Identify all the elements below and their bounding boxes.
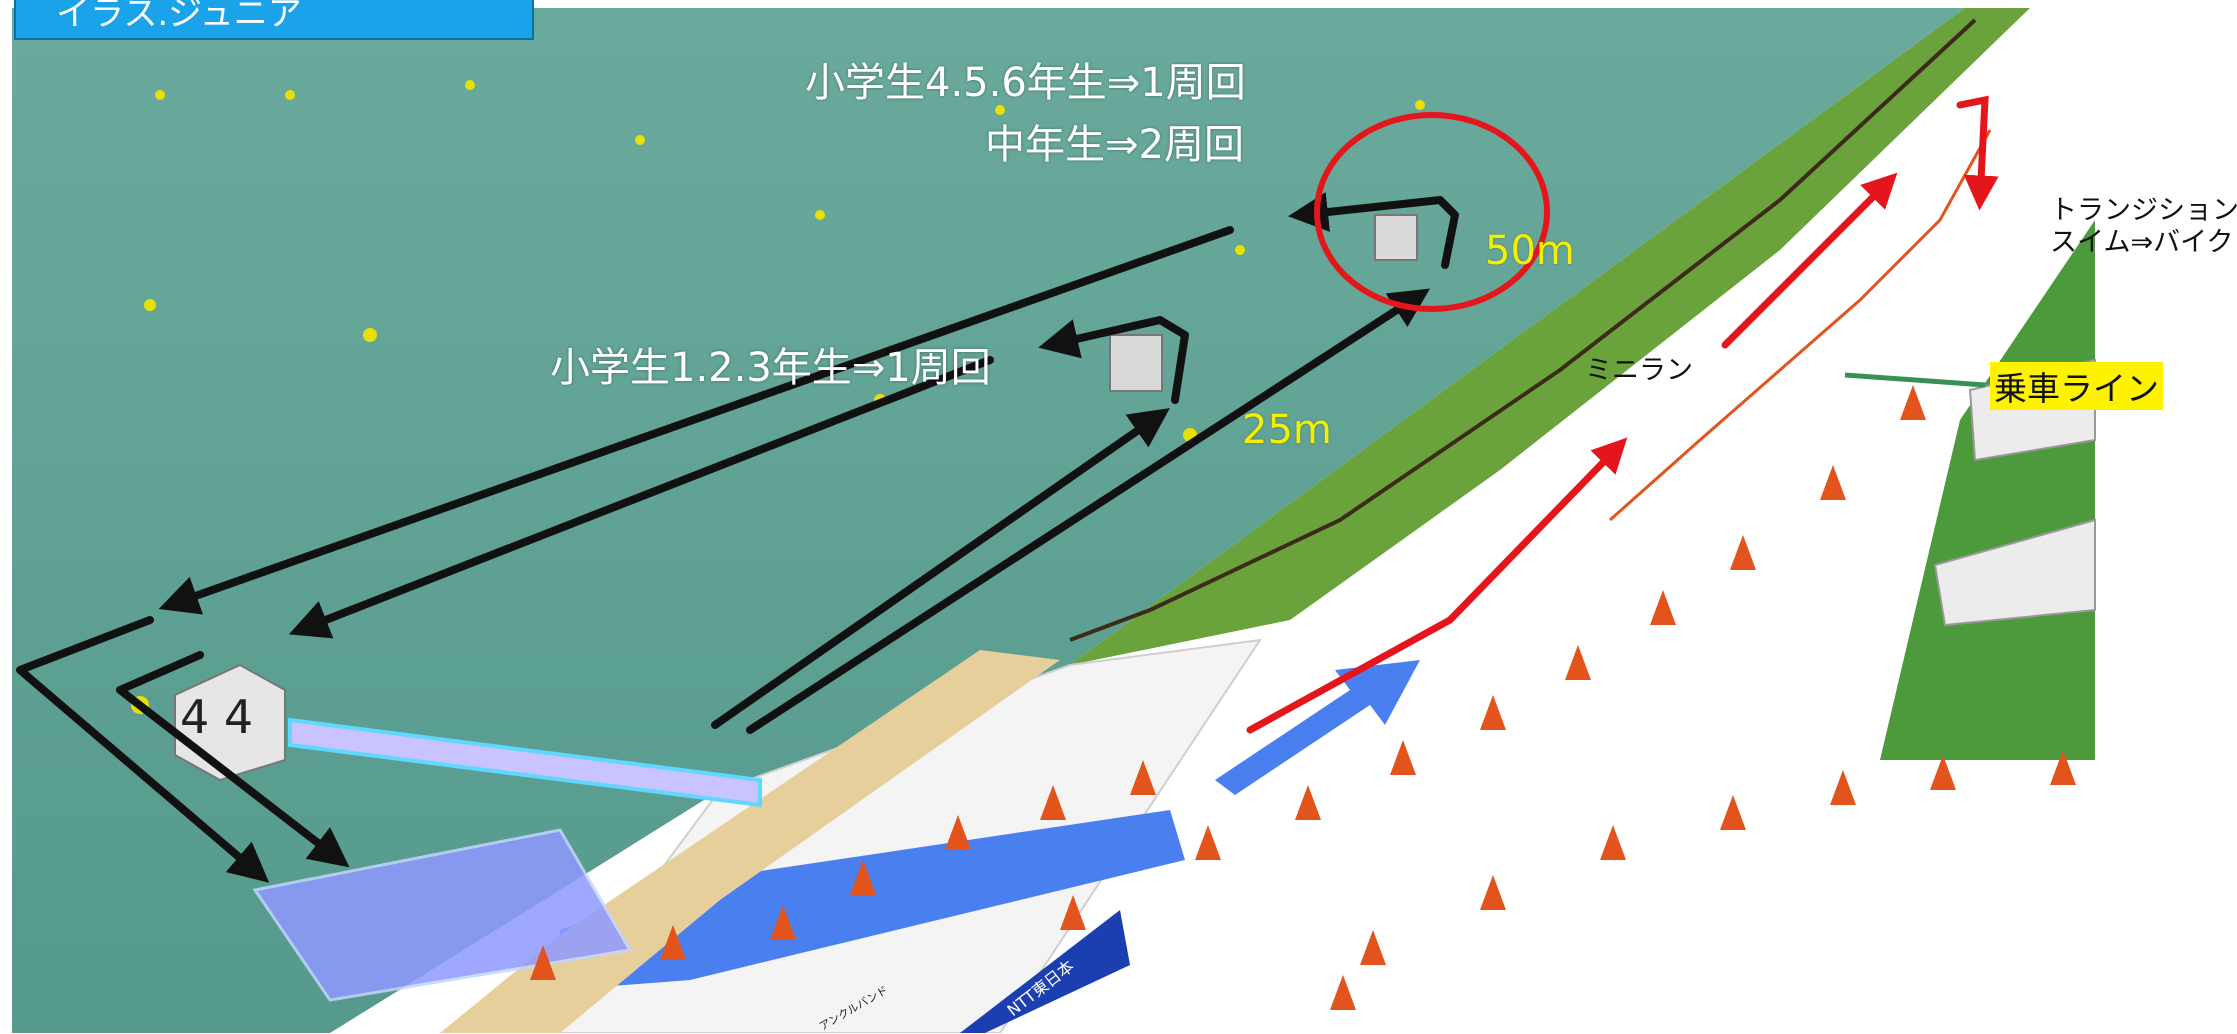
label-route-middle-school: 中年生⇒2周回 bbox=[985, 122, 1244, 168]
turn-circle-highlight bbox=[1314, 112, 1550, 312]
label-distance-50m: 50m bbox=[1485, 228, 1575, 274]
label-boarding-line: 乗車ライン bbox=[1990, 362, 2163, 410]
route-back-25m bbox=[288, 356, 994, 639]
bank-fence bbox=[1069, 18, 1977, 642]
buoy-25m bbox=[1109, 334, 1163, 392]
grass-right bbox=[1880, 220, 2095, 760]
blue-arrow-ramp bbox=[1215, 660, 1420, 795]
route-exit-lower bbox=[116, 651, 350, 868]
label-mini-run: ミニラン bbox=[1585, 355, 1693, 386]
route-out-50m bbox=[746, 288, 1431, 734]
route-turn-50m bbox=[1288, 192, 1459, 269]
run-arrow-1 bbox=[1246, 437, 1628, 734]
label-route-lower-grades: 小学生1.2.3年生⇒1周回 bbox=[550, 345, 991, 391]
label-transition-line1: トランジション bbox=[2050, 195, 2237, 226]
run-arrow-3 bbox=[1956, 95, 1999, 211]
water-area bbox=[12, 8, 1965, 1033]
cone-row-right bbox=[1295, 385, 2076, 1010]
run-arrow-2 bbox=[1721, 172, 1898, 349]
label-transition: トランジション スイム⇒バイク bbox=[2050, 195, 2237, 259]
route-back-50m bbox=[158, 226, 1234, 615]
blue-carpet bbox=[560, 810, 1185, 990]
buoy-number: 4 4 bbox=[180, 690, 254, 744]
platform bbox=[252, 828, 633, 1002]
swim-route-upper bbox=[16, 192, 1459, 883]
label-route-upper-grades: 小学生4.5.6年生⇒1周回 bbox=[805, 60, 1246, 106]
section-tab: イラス.ジュニア bbox=[14, 0, 534, 40]
route-turn-25m bbox=[1038, 316, 1189, 404]
swim-route-lower bbox=[116, 316, 1189, 868]
route-out-25m bbox=[711, 408, 1170, 729]
buoy-50m bbox=[1374, 214, 1418, 261]
run-chute-fence bbox=[1609, 129, 1992, 522]
label-distance-25m: 25m bbox=[1242, 407, 1332, 453]
tent-2 bbox=[1933, 518, 2096, 627]
run-route bbox=[1246, 95, 1999, 734]
sponsor-banner bbox=[960, 910, 1130, 1033]
label-transition-line2: スイム⇒バイク bbox=[2050, 227, 2234, 258]
pontoon bbox=[288, 717, 762, 808]
route-exit-upper bbox=[16, 616, 270, 883]
grass-bank bbox=[1070, 8, 2030, 665]
boarding-line-mark bbox=[1844, 372, 1986, 388]
cone-row-left bbox=[530, 760, 1221, 980]
